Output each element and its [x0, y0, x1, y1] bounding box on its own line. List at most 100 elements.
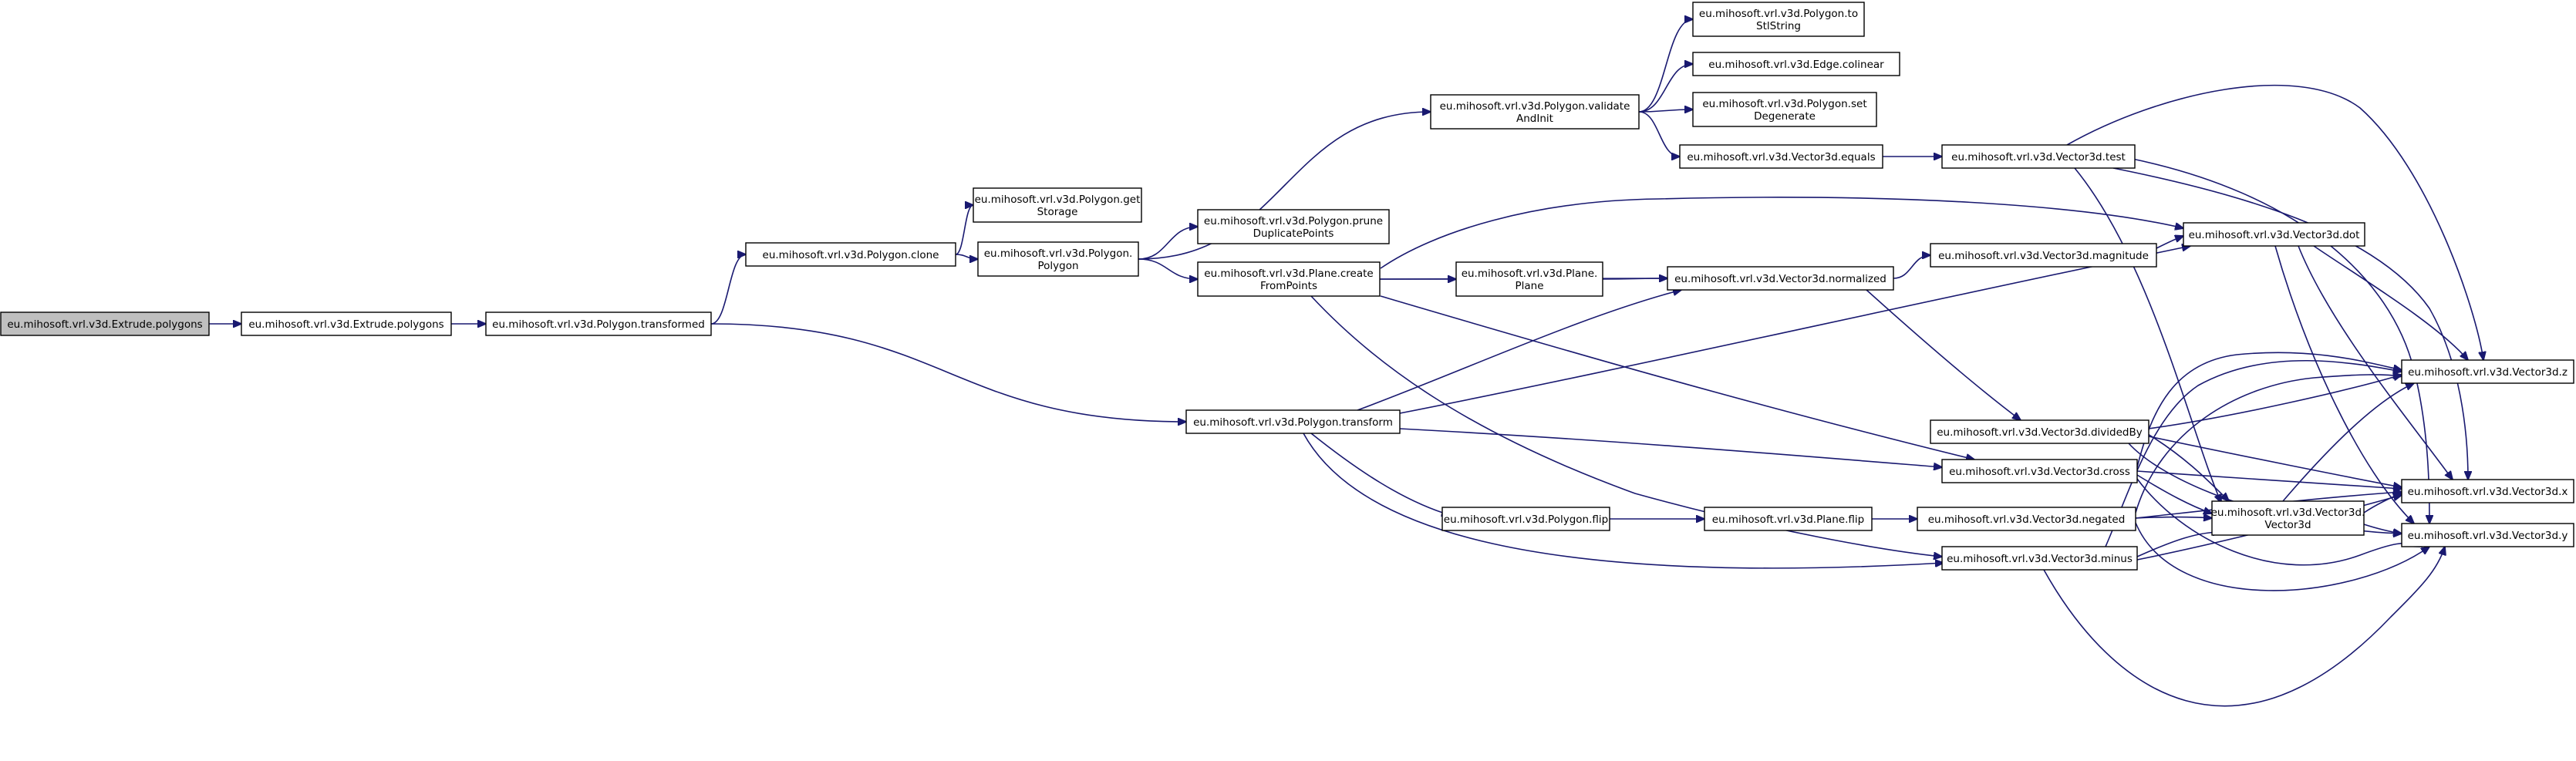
node-label: Degenerate	[1754, 110, 1816, 123]
edge-dividedby-to-v3d_ctor	[2143, 431, 2229, 501]
node-magnitude[interactable]: eu.mihosoft.vrl.v3d.Vector3d.magnitude	[1930, 243, 2157, 268]
edge-validate-to-equals	[1638, 111, 1680, 157]
node-box	[1679, 144, 1883, 169]
edge-normalized-to-dividedby	[1866, 289, 2021, 420]
node-minus[interactable]: eu.mihosoft.vrl.v3d.Vector3d.minus	[1941, 546, 2138, 571]
node-vy[interactable]: eu.mihosoft.vrl.v3d.Vector3d.y	[2401, 523, 2574, 547]
node-equals[interactable]: eu.mihosoft.vrl.v3d.Vector3d.equals	[1679, 144, 1883, 169]
node-dot[interactable]: eu.mihosoft.vrl.v3d.Vector3d.dot	[2183, 222, 2365, 247]
edge-dividedby-to-vz	[2148, 375, 2402, 429]
node-box	[1692, 92, 1877, 127]
edge-v3d_ctor-to-vy	[2363, 524, 2402, 534]
node-box	[2401, 523, 2574, 547]
edge-polygon_ctor-to-validate	[1138, 112, 1431, 260]
edge-dot-to-vy	[2274, 245, 2414, 524]
node-label: eu.mihosoft.vrl.v3d.Polygon.	[984, 247, 1133, 260]
node-box	[1667, 266, 1894, 291]
node-createfp[interactable]: eu.mihosoft.vrl.v3d.Plane.createFromPoin…	[1197, 261, 1381, 297]
node-label: eu.mihosoft.vrl.v3d.Vector3d.magnitude	[1938, 250, 2149, 262]
node-box	[977, 241, 1139, 277]
edge-validate-to-tostl	[1638, 19, 1693, 113]
node-polygon_ctor[interactable]: eu.mihosoft.vrl.v3d.Polygon.Polygon	[977, 241, 1139, 277]
node-planeflip[interactable]: eu.mihosoft.vrl.v3d.Plane.flip	[1704, 507, 1873, 531]
edge-negated-to-vz	[2135, 375, 2402, 514]
node-label: eu.mihosoft.vrl.v3d.Vector3d.z	[2408, 366, 2568, 379]
node-vx[interactable]: eu.mihosoft.vrl.v3d.Vector3d.x	[2401, 479, 2574, 503]
node-dividedby[interactable]: eu.mihosoft.vrl.v3d.Vector3d.dividedBy	[1930, 419, 2149, 444]
edge-transform-to-cross	[1399, 428, 1942, 467]
edge-transform-to-normalized	[1357, 290, 1681, 411]
node-prune[interactable]: eu.mihosoft.vrl.v3d.Polygon.pruneDuplica…	[1197, 209, 1390, 244]
node-clone[interactable]: eu.mihosoft.vrl.v3d.Polygon.clone	[745, 242, 956, 267]
edge-magnitude-to-dot	[2156, 236, 2183, 249]
node-root[interactable]: eu.mihosoft.vrl.v3d.Extrude.polygons	[0, 311, 210, 336]
node-validate[interactable]: eu.mihosoft.vrl.v3d.Polygon.validateAndI…	[1430, 94, 1640, 130]
node-box	[745, 242, 956, 267]
node-box	[973, 187, 1142, 223]
node-test[interactable]: eu.mihosoft.vrl.v3d.Vector3d.test	[1941, 144, 2136, 169]
node-setdegen[interactable]: eu.mihosoft.vrl.v3d.Polygon.setDegenerat…	[1692, 92, 1877, 127]
node-box	[0, 311, 210, 336]
node-label: eu.mihosoft.vrl.v3d.Vector3d.dividedBy	[1937, 426, 2143, 439]
node-label: eu.mihosoft.vrl.v3d.Plane.create	[1204, 268, 1373, 280]
node-ext_polys[interactable]: eu.mihosoft.vrl.v3d.Extrude.polygons	[241, 311, 452, 336]
edge-transform-to-dot	[1399, 246, 2190, 414]
edge-plane_ctor-to-normalized	[1602, 278, 1667, 279]
node-label: eu.mihosoft.vrl.v3d.Vector3d.y	[2408, 530, 2568, 542]
edge-minus-to-vz	[2105, 359, 2402, 547]
edge-minus-to-vy	[2043, 547, 2445, 707]
node-label: eu.mihosoft.vrl.v3d.Edge.colinear	[1708, 59, 1884, 71]
node-label: eu.mihosoft.vrl.v3d.Polygon.transform	[1193, 416, 1393, 429]
node-box	[1185, 409, 1401, 434]
node-label: Polygon	[1037, 260, 1078, 272]
edge-test-to-vx	[2112, 167, 2468, 480]
node-box	[2401, 479, 2574, 503]
node-label: AndInit	[1516, 113, 1553, 125]
edge-transformed-to-clone	[710, 254, 746, 325]
node-box	[2401, 359, 2574, 384]
node-label: FromPoints	[1260, 280, 1317, 292]
node-box	[241, 311, 452, 336]
node-transform[interactable]: eu.mihosoft.vrl.v3d.Polygon.transform	[1185, 409, 1401, 434]
node-box	[1917, 507, 2136, 531]
node-polyflip[interactable]: eu.mihosoft.vrl.v3d.Polygon.flip	[1441, 507, 1610, 531]
node-label: eu.mihosoft.vrl.v3d.Polygon.flip	[1444, 514, 1608, 526]
node-cross[interactable]: eu.mihosoft.vrl.v3d.Vector3d.cross	[1941, 459, 2138, 483]
node-colinear[interactable]: eu.mihosoft.vrl.v3d.Edge.colinear	[1692, 52, 1900, 76]
node-box	[1441, 507, 1610, 531]
node-label: eu.mihosoft.vrl.v3d.Vector3d.equals	[1687, 151, 1875, 163]
edge-polygon_ctor-to-prune	[1138, 227, 1198, 260]
node-transformed[interactable]: eu.mihosoft.vrl.v3d.Polygon.transformed	[485, 311, 712, 336]
node-negated[interactable]: eu.mihosoft.vrl.v3d.Vector3d.negated	[1917, 507, 2136, 531]
node-label: eu.mihosoft.vrl.v3d.Vector3d.minus	[1947, 553, 2133, 565]
edges-layer	[208, 19, 2483, 707]
node-label: eu.mihosoft.vrl.v3d.Extrude.polygons	[7, 318, 202, 331]
edge-transform-to-polyflip	[1310, 433, 1450, 515]
nodes-layer: eu.mihosoft.vrl.v3d.Extrude.polygons eu.m…	[0, 2, 2574, 571]
node-plane_ctor[interactable]: eu.mihosoft.vrl.v3d.Plane.Plane	[1455, 261, 1603, 297]
node-box	[485, 311, 712, 336]
node-vz[interactable]: eu.mihosoft.vrl.v3d.Vector3d.z	[2401, 359, 2574, 384]
node-box	[1941, 546, 2138, 571]
edge-test-to-v3d_ctor	[2074, 167, 2221, 503]
edge-validate-to-colinear	[1638, 64, 1693, 113]
node-label: eu.mihosoft.vrl.v3d.Vector3d.dot	[2189, 229, 2360, 241]
node-label: eu.mihosoft.vrl.v3d.Polygon.get	[975, 194, 1141, 206]
edge-createfp-to-dot	[1380, 197, 2183, 269]
edge-cross-to-vz	[2136, 352, 2402, 468]
node-v3d_ctor[interactable]: eu.mihosoft.vrl.v3d.Vector3d.Vector3d	[2211, 500, 2365, 536]
node-normalized[interactable]: eu.mihosoft.vrl.v3d.Vector3d.normalized	[1667, 266, 1894, 291]
node-box	[1692, 2, 1865, 37]
edge-clone-to-polygon_ctor	[955, 254, 978, 259]
node-label: StlString	[1756, 20, 1801, 32]
node-box	[1430, 94, 1640, 130]
node-label: eu.mihosoft.vrl.v3d.Vector3d.normalized	[1674, 273, 1886, 285]
edge-test-to-vy	[2128, 157, 2429, 524]
edge-v3d_ctor-to-vx	[2363, 493, 2402, 514]
node-label: eu.mihosoft.vrl.v3d.Polygon.set	[1702, 98, 1866, 110]
edge-dot-to-vx	[2298, 245, 2453, 480]
edge-test-to-vz	[2066, 84, 2483, 360]
